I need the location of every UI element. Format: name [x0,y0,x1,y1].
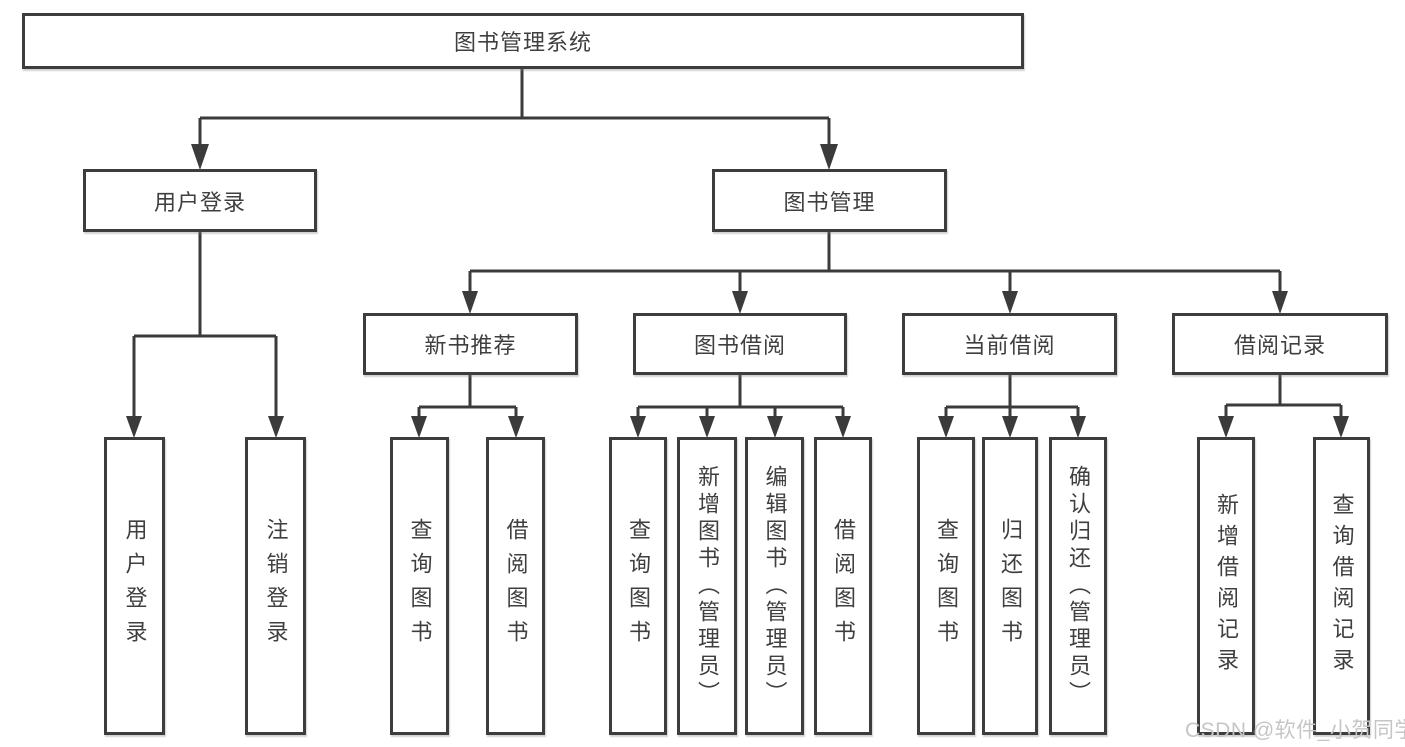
node-book-management: 图书管理 [712,169,947,232]
node-label: 借阅图书 [503,518,529,654]
node-label: 注销登录 [263,518,289,654]
leaf-confirm-return-admin: 确认归还（管理员） [1049,437,1107,735]
node-label: 借阅记录 [1233,333,1326,358]
leaf-query-books-borrowing: 查询图书 [609,437,667,735]
leaf-borrow-books: 借阅图书 [814,437,872,735]
leaf-query-books-current: 查询图书 [917,437,975,735]
node-label: 图书借阅 [693,333,786,358]
connector-user-login-children [132,232,278,420]
node-label: 新增借阅记录 [1214,493,1239,679]
node-new-book-recommend: 新书推荐 [363,313,578,375]
leaf-borrow-books-recommend: 借阅图书 [486,437,545,735]
node-current-borrowing: 当前借阅 [902,313,1117,375]
leaf-logout: 注销登录 [245,437,306,735]
node-label: 用户登录 [153,189,246,215]
node-label: 新书推荐 [424,333,517,358]
connector-book-management-children [468,232,1282,296]
node-label: 借阅图书 [831,518,856,654]
leaf-query-borrow-record: 查询借阅记录 [1313,437,1370,735]
node-label: 查询借阅记录 [1329,493,1355,679]
node-borrowing-records: 借阅记录 [1172,313,1388,375]
leaf-query-books-recommend: 查询图书 [390,437,449,735]
connector-current-borrowing-children [944,375,1080,420]
node-label: 新增图书（管理员） [695,464,720,708]
leaf-return-books: 归还图书 [982,437,1038,735]
arrowheads [126,144,1349,438]
connector-new-book-recommend-children [417,375,518,420]
node-library-management-system: 图书管理系统 [22,13,1024,69]
node-label: 图书管理系统 [453,30,592,55]
connector-book-borrowing-children [636,375,845,420]
leaf-add-borrow-record: 新增借阅记录 [1197,437,1255,735]
node-label: 图书管理 [783,189,876,215]
node-label: 查询图书 [934,518,959,654]
connector-root-to-branches [198,69,831,150]
connector-borrowing-records-children [1224,375,1343,420]
node-label: 当前借阅 [963,333,1056,358]
leaf-add-books-admin: 新增图书（管理员） [677,437,737,735]
node-label: 查询图书 [626,518,651,654]
node-label: 编辑图书（管理员） [762,464,788,708]
node-book-borrowing: 图书借阅 [633,313,847,375]
node-user-login: 用户登录 [83,169,317,232]
csdn-watermark: CSDN @软件_小贺同学 [1185,719,1405,742]
node-label: 归还图书 [998,518,1023,654]
leaf-edit-books-admin: 编辑图书（管理员） [745,437,804,735]
node-label: 用户登录 [122,518,148,654]
node-label: 查询图书 [407,518,433,654]
node-label: 确认归还（管理员） [1066,464,1091,708]
leaf-user-login: 用户登录 [104,437,165,735]
